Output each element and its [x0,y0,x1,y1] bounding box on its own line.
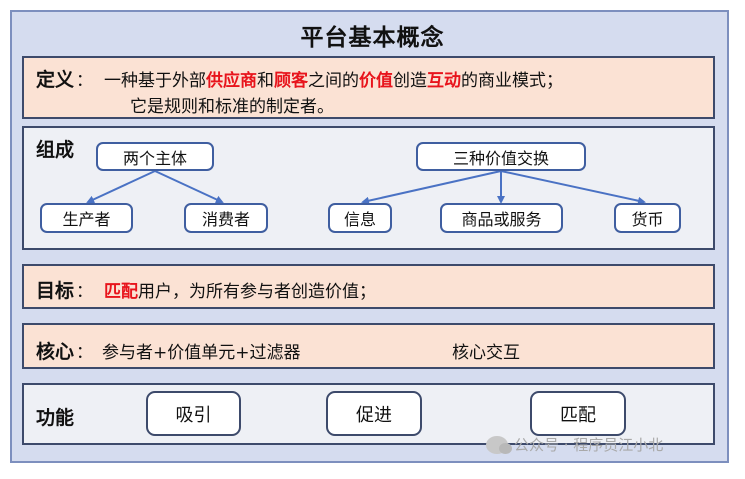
definition-text-4: 创造 [393,71,427,91]
arrow-exchanges-to-money [500,170,646,205]
definition-highlight-value: 价值 [359,71,393,91]
definition-label: 定义 [36,69,75,91]
function-match: 匹配 [530,391,626,436]
node-three-exchanges: 三种价值交换 [416,142,586,171]
goal-label: 目标 [36,280,75,302]
function-facilitate: 促进 [326,391,422,436]
arrow-entities-to-producer [86,170,156,204]
node-currency: 货币 [614,203,681,233]
core-interaction: 核心交互 [452,343,520,363]
functions-label: 功能 [36,407,75,429]
watermark-text: 公众号 · 程序员江小北 [514,436,664,454]
node-producer: 生产者 [40,203,133,233]
definition-text-2: 和 [257,71,274,91]
definition-colon: ： [76,71,93,91]
core-colon: ： [76,343,93,363]
diagram-title: 平台基本概念 [300,25,445,51]
core-panel: 核心 ： 参与者+价值单元+过滤器 核心交互 [22,323,715,369]
watermark: 公众号 · 程序员江小北 [486,434,663,455]
definition-highlight-customer: 顾客 [274,71,308,91]
function-attract: 吸引 [146,391,241,436]
definition-highlight-interaction: 互动 [427,71,461,91]
arrow-exchanges-to-info [361,170,502,205]
goal-panel: 目标 ： 匹配用户，为所有参与者创造价值； [22,264,715,309]
definition-text-5: 的商业模式； [461,71,563,91]
goal-body: 用户，为所有参与者创造价值； [138,282,376,302]
wechat-icon [486,435,512,454]
goal-text: 匹配用户，为所有参与者创造价值； [104,277,376,302]
node-consumer: 消费者 [184,203,268,233]
composition-label: 组成 [36,139,75,161]
definition-panel: 定义 ： 一种基于外部供应商和顾客之间的价值创造互动的商业模式； 它是规则和标准… [22,56,715,119]
node-information: 信息 [328,203,392,233]
node-goods-services: 商品或服务 [440,203,563,233]
definition-highlight-supplier: 供应商 [206,71,257,91]
core-label: 核心 [36,341,75,363]
definition-text-1: 一种基于外部 [104,71,206,91]
core-components: 参与者+价值单元+过滤器 [102,343,301,363]
goal-colon: ： [76,282,93,302]
arrow-entities-to-consumer [154,170,224,204]
definition-line-1: 一种基于外部供应商和顾客之间的价值创造互动的商业模式； [104,66,563,91]
node-two-entities: 两个主体 [96,142,214,171]
definition-line-2: 它是规则和标准的制定者。 [130,97,334,117]
goal-highlight-match: 匹配 [104,282,138,302]
definition-text-3: 之间的 [308,71,359,91]
